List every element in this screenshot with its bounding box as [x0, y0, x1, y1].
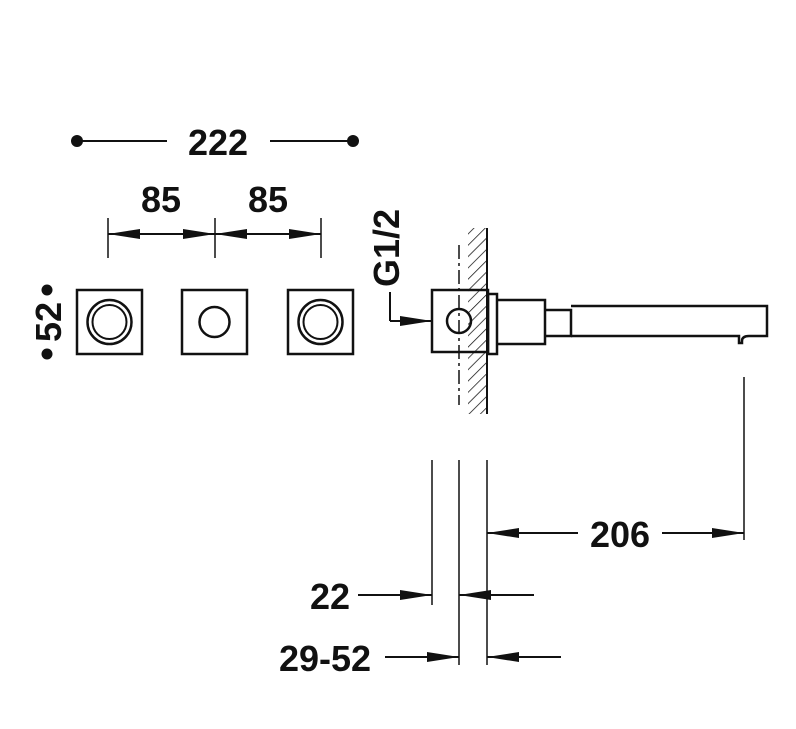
dim-22-label: 22: [310, 576, 350, 617]
thread-label: G1/2: [366, 209, 407, 287]
handle-plate-right: [286, 288, 355, 356]
dim-85-left-label: 85: [141, 179, 181, 220]
dimension-handle-size: 52: [28, 284, 69, 360]
dimension-total-width: 222: [71, 122, 359, 163]
spout-assembly: [430, 288, 769, 356]
handle-plate-left: [75, 288, 144, 356]
dimension-handle-spacing: 85 85: [107, 179, 322, 258]
dimension-spout-length: 206: [486, 377, 745, 665]
dim-222-label: 222: [188, 122, 248, 163]
dimension-wall-range: 29-52: [279, 638, 561, 679]
dim-85-right-label: 85: [248, 179, 288, 220]
thread-callout: G1/2: [366, 209, 432, 326]
dim-52-label: 52: [28, 302, 69, 342]
wall-section: [458, 228, 488, 414]
dim-206-label: 206: [590, 514, 650, 555]
handle-plate-center: [180, 288, 249, 356]
dim-29-52-label: 29-52: [279, 638, 371, 679]
dimension-plate-depth: 22: [310, 460, 534, 665]
